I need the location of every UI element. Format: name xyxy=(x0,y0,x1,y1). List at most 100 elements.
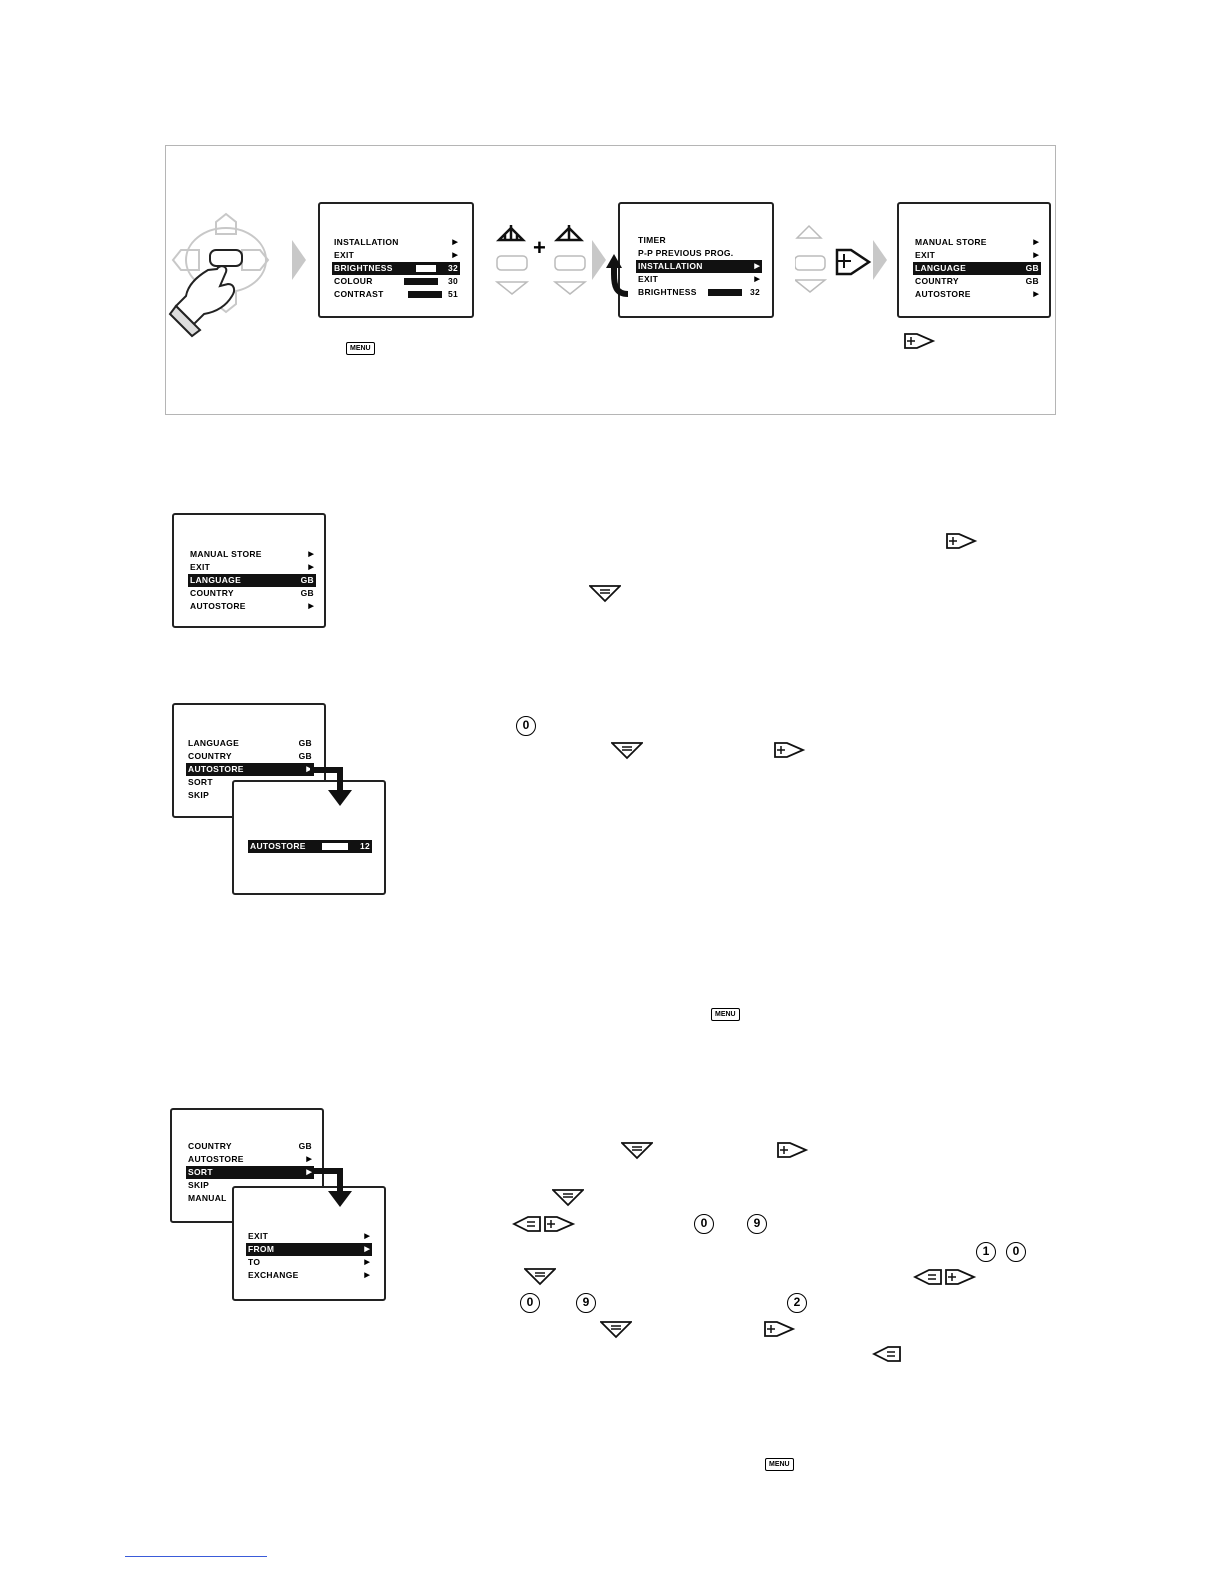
menu-row-value: ▶ xyxy=(308,551,314,558)
menu-row-label: AUTOSTORE xyxy=(915,289,971,299)
menu-row-label: EXIT xyxy=(190,562,211,572)
down-key-icon xyxy=(611,742,643,760)
step-arrow xyxy=(292,240,306,280)
menu-row: TIMER xyxy=(636,234,762,247)
menu-row-selected: SORT▶ xyxy=(186,1166,314,1179)
menu-row: COUNTRY GB xyxy=(186,750,314,763)
menu-row-label: LANGUAGE xyxy=(915,263,967,273)
menu-row-label: EXIT xyxy=(638,274,659,284)
menu-row: EXIT ▶ xyxy=(188,561,316,574)
ok-right-key-icon xyxy=(544,1216,576,1232)
menu-row-value: ▶ xyxy=(364,1246,370,1253)
menu-row-value: ▶ xyxy=(306,1156,312,1163)
menu-row-label: MANUAL STORE xyxy=(190,549,262,559)
footer-link-underline xyxy=(125,1556,267,1557)
down-key-icon xyxy=(621,1142,653,1160)
menu-row: BRIGHTNESS 32 xyxy=(636,286,762,299)
left-key-icon xyxy=(913,1269,942,1285)
menu-row-label: BRIGHTNESS xyxy=(638,287,697,297)
menu-row-value: GB xyxy=(298,751,312,761)
left-key-icon xyxy=(512,1216,541,1232)
menu-row-value: GB xyxy=(1025,263,1039,273)
left-key-icon xyxy=(872,1346,901,1362)
menu-row-value: ▶ xyxy=(1033,291,1039,298)
menu-row-label: SORT xyxy=(188,777,213,787)
menu-key: MENU xyxy=(765,1451,794,1471)
menu-row-label: SKIP xyxy=(188,790,210,800)
drop-down-arrow-icon xyxy=(310,767,352,806)
menu-row-label: MANUAL xyxy=(188,1193,227,1203)
menu-row-label: EXCHANGE xyxy=(248,1270,299,1280)
autostore-count: 12 xyxy=(359,841,370,851)
menu-row-selected: LANGUAGE GB xyxy=(913,262,1041,275)
menu-row-selected: AUTOSTORE▶ xyxy=(186,763,314,776)
level-bar xyxy=(708,289,742,296)
menu-row-value: GB xyxy=(300,588,314,598)
menu-key-label: MENU xyxy=(765,1458,794,1471)
drop-down-arrow-icon xyxy=(312,1168,352,1207)
menu-key: MENU xyxy=(346,335,375,355)
menu-row-selected: FROM▶ xyxy=(246,1243,372,1256)
menu-row-value: ▶ xyxy=(452,252,458,259)
menu-row-label: INSTALLATION xyxy=(638,261,703,271)
menu-row-selected: INSTALLATION ▶ xyxy=(636,260,762,273)
menu-row-label: MANUAL STORE xyxy=(915,237,987,247)
menu-row-label: EXIT xyxy=(915,250,936,260)
menu-row: EXCHANGE▶ xyxy=(246,1269,372,1282)
menu-row-value: ▶ xyxy=(364,1233,370,1240)
tv-sort-submenu-screen: EXIT▶ FROM▶ TO▶ EXCHANGE▶ xyxy=(232,1186,386,1301)
down-key-icon xyxy=(552,1189,584,1207)
ok-right-key-icon xyxy=(904,333,936,349)
down-key-icon xyxy=(589,585,621,603)
menu-row-label: TIMER xyxy=(638,235,666,245)
step-arrow xyxy=(592,240,606,280)
menu-row-label: COUNTRY xyxy=(190,588,234,598)
menu-row: SORT xyxy=(186,776,314,789)
menu-row: MANUAL xyxy=(186,1192,314,1205)
ok-right-key-icon xyxy=(774,742,806,758)
menu-row: SKIP xyxy=(186,1179,314,1192)
menu-row-label: COUNTRY xyxy=(188,751,232,761)
menu-row-value: GB xyxy=(1025,276,1039,286)
digit-key-icon: 0 xyxy=(520,1293,540,1313)
digit-key-icon: 9 xyxy=(747,1214,767,1234)
curved-return-arrow-icon xyxy=(606,254,629,297)
ok-right-key-icon xyxy=(945,1269,977,1285)
menu-key-label: MENU xyxy=(711,1008,740,1021)
menu-row: P-P PREVIOUS PROG. xyxy=(636,247,762,260)
menu-row: EXIT▶ xyxy=(636,273,762,286)
down-key-icon xyxy=(524,1268,556,1286)
menu-row: EXIT▶ xyxy=(913,249,1041,262)
menu-rows: EXIT▶ FROM▶ TO▶ EXCHANGE▶ xyxy=(246,1230,372,1282)
menu-row: AUTOSTORE ▶ xyxy=(913,288,1041,301)
menu-row-label: AUTOSTORE xyxy=(188,1154,244,1164)
menu-row-value: 32 xyxy=(749,287,760,297)
remote-keypad-with-hand xyxy=(168,212,270,338)
menu-row: EXIT▶ xyxy=(332,249,460,262)
menu-row-label: AUTOSTORE xyxy=(188,764,244,774)
menu-row: MANUAL STORE ▶ xyxy=(188,548,316,561)
menu-row: MANUAL STORE ▶ xyxy=(913,236,1041,249)
menu-row-value: ▶ xyxy=(308,564,314,571)
menu-row: AUTOSTORE▶ xyxy=(188,600,316,613)
menu-row-label: BRIGHTNESS xyxy=(334,263,393,273)
ok-right-key-icon xyxy=(764,1321,796,1337)
menu-row-label: SORT xyxy=(188,1167,213,1177)
menu-row-label: LANGUAGE xyxy=(190,575,242,585)
menu-row-label: COUNTRY xyxy=(915,276,959,286)
digit-key-icon: 0 xyxy=(1006,1242,1026,1262)
ok-right-key-icon xyxy=(946,533,978,549)
ok-right-key-icon xyxy=(777,1142,809,1158)
menu-row-value: ▶ xyxy=(1033,239,1039,246)
menu-row-value: ▶ xyxy=(754,263,760,270)
